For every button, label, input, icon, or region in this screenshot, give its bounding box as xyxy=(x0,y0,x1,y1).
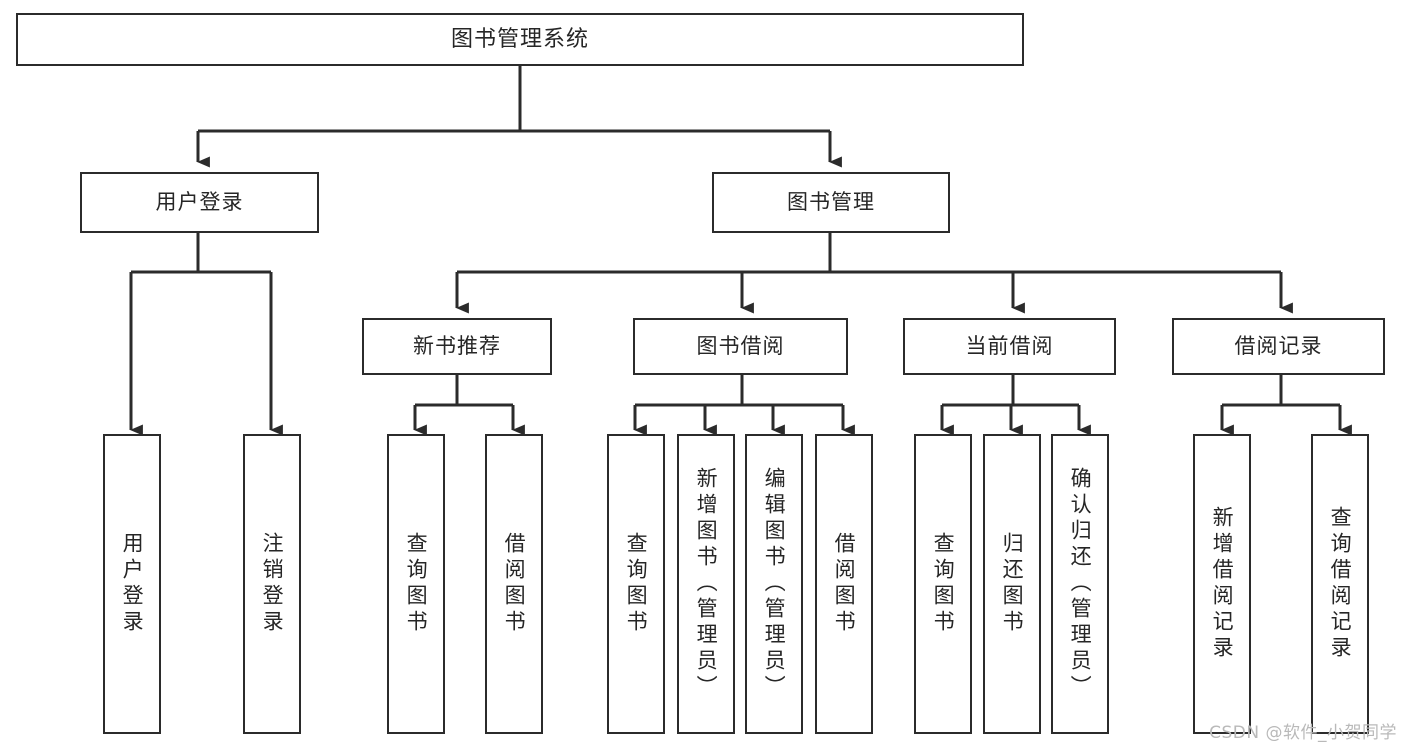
node-borrow-record-label: 借阅记录 xyxy=(1234,334,1323,359)
leaf-user-logout[interactable]: 注销登录 xyxy=(243,434,301,734)
node-current-borrow[interactable]: 当前借阅 xyxy=(903,318,1116,375)
node-borrow-record[interactable]: 借阅记录 xyxy=(1172,318,1385,375)
leaf-edit-book[interactable]: 编辑图书（管理员） xyxy=(745,434,803,734)
leaf-query-book-1[interactable]: 查询图书 xyxy=(387,434,445,734)
leaf-user-login[interactable]: 用户登录 xyxy=(103,434,161,734)
leaf-borrow-book-2[interactable]: 借阅图书 xyxy=(815,434,873,734)
leaf-query-record-label: 查询借阅记录 xyxy=(1328,506,1353,662)
node-book-manage[interactable]: 图书管理 xyxy=(712,172,950,233)
leaf-query-book-1-label: 查询图书 xyxy=(404,532,429,636)
leaf-borrow-book-1-label: 借阅图书 xyxy=(502,532,527,636)
leaf-query-book-2-label: 查询图书 xyxy=(624,532,649,636)
leaf-add-record[interactable]: 新增借阅记录 xyxy=(1193,434,1251,734)
node-new-book-rec[interactable]: 新书推荐 xyxy=(362,318,552,375)
node-book-borrow[interactable]: 图书借阅 xyxy=(633,318,848,375)
node-new-book-rec-label: 新书推荐 xyxy=(413,334,501,359)
leaf-borrow-book-2-label: 借阅图书 xyxy=(832,532,857,636)
leaf-query-record[interactable]: 查询借阅记录 xyxy=(1311,434,1369,734)
leaf-query-book-3[interactable]: 查询图书 xyxy=(914,434,972,734)
leaf-return-book[interactable]: 归还图书 xyxy=(983,434,1041,734)
leaf-add-book-label: 新增图书（管理员） xyxy=(694,467,719,701)
leaf-add-record-label: 新增借阅记录 xyxy=(1210,506,1235,662)
node-root[interactable]: 图书管理系统 xyxy=(16,13,1024,66)
leaf-borrow-book-1[interactable]: 借阅图书 xyxy=(485,434,543,734)
node-user-login[interactable]: 用户登录 xyxy=(80,172,319,233)
node-user-login-label: 用户登录 xyxy=(155,190,244,215)
leaf-confirm-return-label: 确认归还（管理员） xyxy=(1068,467,1093,701)
node-current-borrow-label: 当前借阅 xyxy=(965,334,1054,359)
leaf-confirm-return[interactable]: 确认归还（管理员） xyxy=(1051,434,1109,734)
leaf-query-book-3-label: 查询图书 xyxy=(931,532,956,636)
node-book-borrow-label: 图书借阅 xyxy=(696,334,785,359)
leaf-query-book-2[interactable]: 查询图书 xyxy=(607,434,665,734)
node-root-label: 图书管理系统 xyxy=(450,26,589,52)
leaf-user-logout-label: 注销登录 xyxy=(260,532,285,636)
leaf-return-book-label: 归还图书 xyxy=(1000,532,1025,636)
leaf-edit-book-label: 编辑图书（管理员） xyxy=(762,467,787,701)
leaf-user-login-label: 用户登录 xyxy=(120,532,145,636)
node-book-manage-label: 图书管理 xyxy=(787,190,875,215)
csdn-watermark: CSDN @软件_小贺同学 xyxy=(1209,723,1397,743)
leaf-add-book[interactable]: 新增图书（管理员） xyxy=(677,434,735,734)
